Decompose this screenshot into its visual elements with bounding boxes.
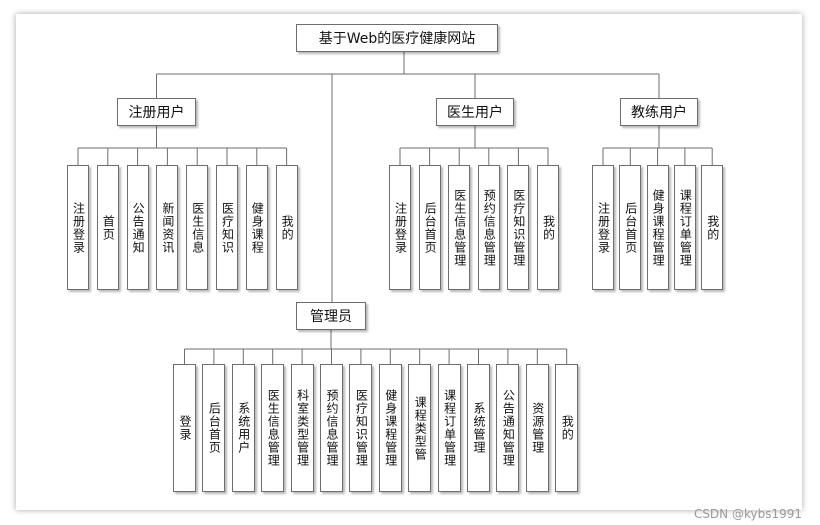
leaf-node: 健身课程管理 (646, 165, 669, 290)
leaf-node: 我的 (701, 165, 724, 290)
group-node-registered-user: 注册用户 (117, 98, 196, 126)
leaf-node: 我的 (275, 165, 298, 290)
leaf-node: 注册登录 (67, 165, 89, 290)
leaf-node: 医生信息 (186, 165, 209, 290)
leaf-node: 课程类型管 (408, 364, 432, 492)
leaf-node: 公告通知 (126, 165, 149, 290)
group-node-doctor-user: 医生用户 (436, 98, 514, 126)
watermark: CSDN @kybs1991 (693, 507, 802, 521)
leaf-node: 健身课程 (245, 165, 268, 290)
leaf-node: 系统管理 (467, 364, 490, 492)
leaf-node: 医生信息管理 (261, 364, 285, 492)
leaf-node: 医疗知识管理 (349, 364, 373, 492)
leaf-node: 系统用户 (231, 364, 255, 492)
leaf-node: 医疗知识管理 (507, 165, 530, 290)
root-node: 基于Web的医疗健康网站 (296, 24, 498, 52)
leaf-node: 后台首页 (619, 165, 642, 290)
leaf-node: 首页 (96, 165, 119, 290)
leaf-node: 医疗知识 (216, 165, 238, 290)
leaf-node: 新闻资讯 (156, 165, 179, 290)
leaf-node: 我的 (555, 364, 579, 492)
group-node-coach-user: 教练用户 (620, 98, 698, 126)
leaf-node: 健身课程管理 (378, 364, 402, 492)
leaf-node: 课程订单管理 (673, 165, 696, 290)
leaf-node: 预约信息管理 (320, 364, 343, 492)
leaf-node: 注册登录 (592, 165, 614, 290)
leaf-node: 后台首页 (418, 165, 441, 290)
leaf-node: 登录 (173, 364, 196, 492)
leaf-node: 资源管理 (525, 364, 549, 492)
leaf-node: 科室类型管理 (290, 364, 314, 492)
leaf-node: 后台首页 (202, 364, 226, 492)
leaf-node: 注册登录 (389, 165, 411, 290)
leaf-node: 我的 (537, 165, 559, 290)
leaf-node: 预约信息管理 (477, 165, 500, 290)
leaf-node: 公告通知管理 (496, 364, 520, 492)
leaf-node: 医生信息管理 (448, 165, 471, 290)
leaf-node: 课程订单管理 (437, 364, 461, 492)
group-node-admin: 管理员 (296, 302, 366, 330)
